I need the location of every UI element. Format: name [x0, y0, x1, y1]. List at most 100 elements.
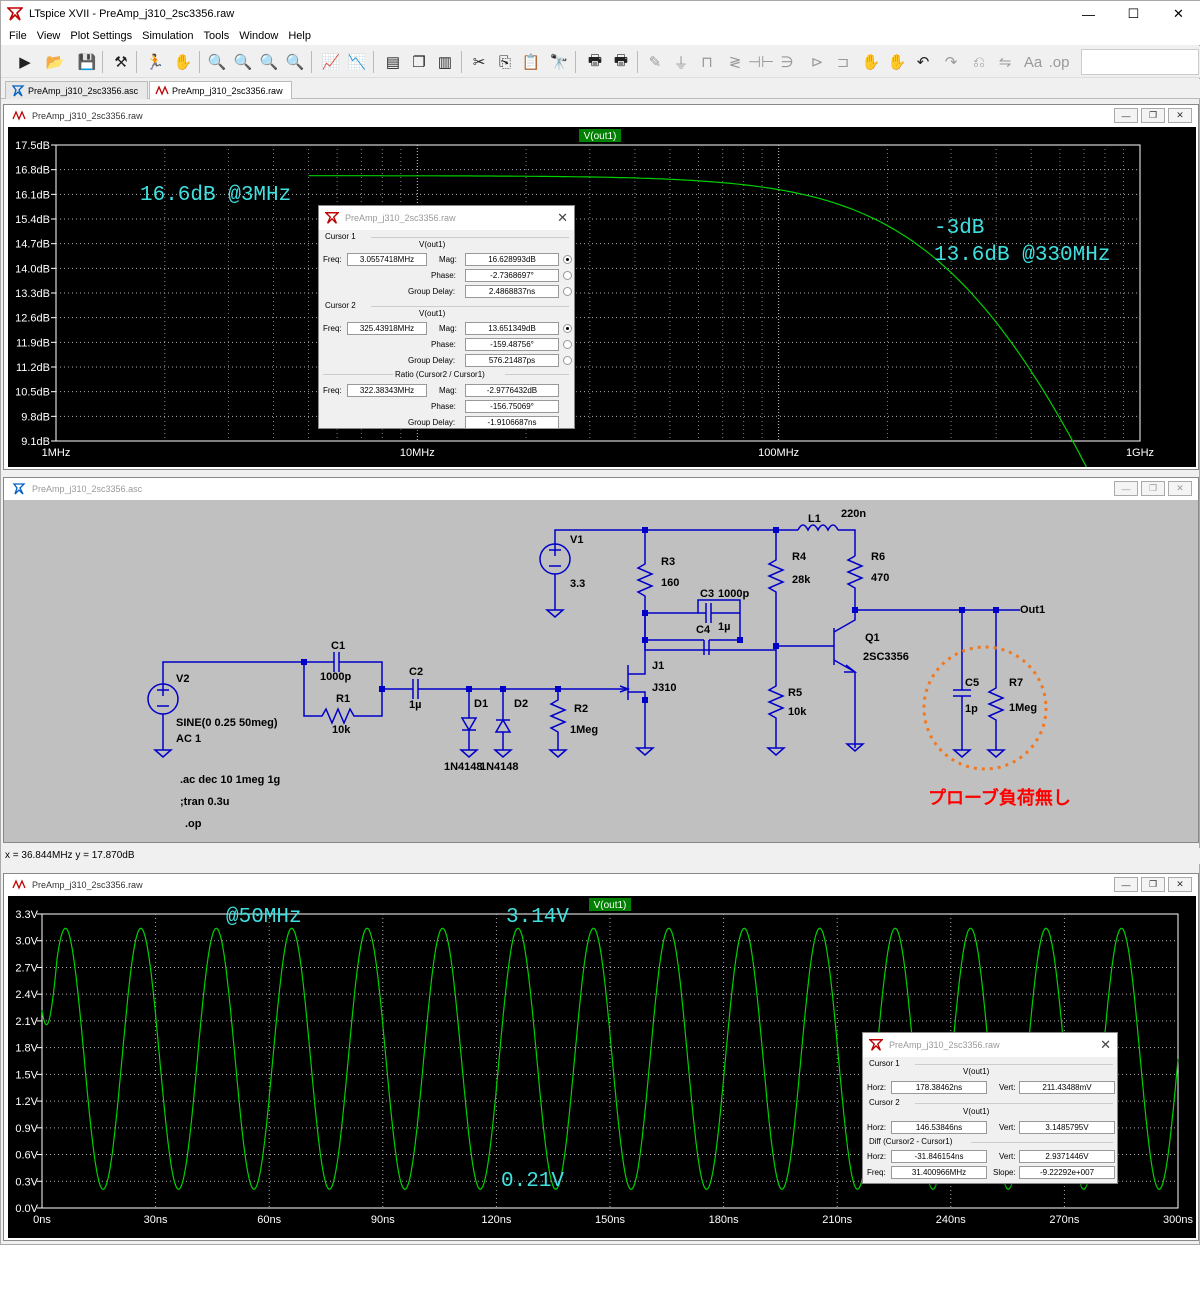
find-icon[interactable]: 🔭	[549, 54, 569, 71]
control-panel-icon[interactable]: ⚒	[114, 54, 128, 71]
new-schematic-icon[interactable]: ▶	[19, 54, 31, 71]
diff-vert[interactable]: 2.9371446V	[1019, 1150, 1115, 1163]
tran-xtick-label: 30ns	[144, 1214, 168, 1226]
ratio-mag[interactable]: -2.9776432dB	[465, 384, 559, 397]
cursor1-group-delay[interactable]: 2.4868837ns	[465, 285, 559, 298]
label-net-icon[interactable]: ⊓	[701, 54, 713, 71]
ratio-freq[interactable]: 322.38343MHz	[347, 384, 427, 397]
cursor1-vert[interactable]: 211.43488mV	[1019, 1081, 1115, 1094]
cursor2-phase-radio[interactable]	[563, 340, 572, 349]
cursor2-gd-radio[interactable]	[563, 356, 572, 365]
cursor2-mag[interactable]: 13.651349dB	[465, 322, 559, 335]
print-preview-icon[interactable]: 🖶	[613, 51, 629, 69]
diff-freq[interactable]: 31.400966MHz	[891, 1166, 987, 1179]
save-icon[interactable]: 💾	[77, 54, 97, 71]
restore-button[interactable]: ❐	[1141, 108, 1165, 123]
wire-icon[interactable]: ✎	[648, 54, 662, 71]
restore-button[interactable]: ❐	[1141, 481, 1165, 496]
group-delay-label: Group Delay:	[408, 356, 456, 365]
open-folder-icon[interactable]: 📂	[45, 54, 65, 71]
maximize-button[interactable]: ☐	[1127, 6, 1140, 21]
cursor1-gd-radio[interactable]	[563, 287, 572, 296]
cascade-icon[interactable]: ❐	[412, 54, 426, 71]
drag-icon[interactable]: ✋	[887, 54, 907, 71]
diff-horz[interactable]: -31.846154ns	[891, 1150, 987, 1163]
diode-icon[interactable]: ⊳	[810, 54, 824, 71]
spice-directive-icon[interactable]: .op	[1048, 53, 1070, 71]
cursor1-phase-radio[interactable]	[563, 271, 572, 280]
close-icon[interactable]: ✕	[1100, 1037, 1111, 1052]
mirror-icon[interactable]: ⇋	[998, 54, 1012, 71]
minimize-button[interactable]: —	[1114, 108, 1138, 123]
menu-simulation[interactable]: Simulation	[142, 30, 194, 42]
resistor-icon[interactable]: ≷	[728, 54, 742, 71]
cursor2-freq[interactable]: 325.43918MHz	[347, 322, 427, 335]
cursor1-phase[interactable]: -2.7368697°	[465, 269, 559, 282]
mag-label: Mag:	[439, 386, 457, 395]
autorange-icon[interactable]: 📈	[321, 54, 341, 71]
restore-button[interactable]: ❐	[1141, 877, 1165, 892]
close-button[interactable]: ✕	[1168, 481, 1192, 496]
ground-icon[interactable]: ⏚	[673, 54, 689, 72]
text-icon[interactable]: Aa	[1023, 53, 1043, 71]
zoom-fit-icon[interactable]: 🔍	[285, 54, 305, 71]
menu-view[interactable]: View	[36, 30, 61, 42]
menu-plot-settings[interactable]: Plot Settings	[70, 30, 133, 42]
minimize-button[interactable]: —	[1114, 481, 1138, 496]
cut-icon[interactable]: ✂	[472, 54, 486, 71]
schematic-icon	[11, 85, 25, 97]
ac-ytick-label: 12.6dB	[15, 313, 50, 325]
cursor2-trace: V(out1)	[419, 309, 446, 318]
paste-icon[interactable]: 📋	[521, 54, 541, 71]
cursor1-horz[interactable]: 178.38462ns	[891, 1081, 987, 1094]
zoom-pan-icon[interactable]: 🔍	[233, 54, 253, 71]
tile-horizontal-icon[interactable]: ▤	[385, 54, 401, 71]
copy-icon[interactable]: ⎘	[498, 53, 511, 71]
redo-icon[interactable]: ↷	[944, 54, 958, 71]
close-button[interactable]: ✕	[1173, 6, 1184, 21]
move-icon[interactable]: ✋	[861, 54, 881, 71]
c1-label: C1	[331, 640, 345, 652]
rotate-icon[interactable]: ⎌	[972, 53, 985, 71]
cursor2-vert[interactable]: 3.1485795V	[1019, 1121, 1115, 1134]
diff-slope[interactable]: -9.22292e+007	[1019, 1166, 1115, 1179]
cursor1-mag-radio[interactable]	[563, 255, 572, 264]
cursor2-group-delay[interactable]: 576.21487ps	[465, 354, 559, 367]
cursor1-mag[interactable]: 16.628993dB	[465, 253, 559, 266]
manual-limits-icon[interactable]: 📉	[347, 54, 367, 71]
ac-plot-area[interactable]	[8, 127, 1196, 467]
ratio-phase[interactable]: -156.75069°	[465, 400, 559, 413]
cursor1-trace: V(out1)	[963, 1067, 990, 1076]
r4-label: R4	[792, 551, 807, 563]
ratio-group-delay[interactable]: -1.9106687ns	[465, 416, 559, 429]
component-icon[interactable]: ⊐	[836, 54, 850, 71]
menu-tools[interactable]: Tools	[203, 30, 230, 42]
close-button[interactable]: ✕	[1168, 877, 1192, 892]
close-icon[interactable]: ✕	[557, 210, 568, 225]
close-button[interactable]: ✕	[1168, 108, 1192, 123]
zoom-in-icon[interactable]: 🔍	[207, 54, 227, 71]
zoom-out-icon[interactable]: 🔍	[259, 54, 279, 71]
schematic-canvas[interactable]: V1 3.3 R3 160 C3 1000p C4 1µ R4 28k L1 2…	[8, 500, 1196, 840]
print-icon[interactable]: 🖶	[587, 51, 603, 69]
minimize-button[interactable]: —	[1114, 877, 1138, 892]
halt-icon[interactable]: ✋	[173, 54, 193, 71]
ratio-label: Ratio (Cursor2 / Cursor1)	[395, 370, 485, 379]
tile-vertical-icon[interactable]: ▥	[437, 54, 453, 71]
cursor1-freq[interactable]: 3.0557418MHz	[347, 253, 427, 266]
menu-help[interactable]: Help	[288, 30, 311, 42]
cursor2-mag-radio[interactable]	[563, 324, 572, 333]
inductor-icon[interactable]: ∋	[780, 54, 794, 71]
menu-file[interactable]: File	[9, 30, 27, 42]
run-icon[interactable]: 🏃	[145, 54, 165, 71]
cursor2-horz[interactable]: 146.53846ns	[891, 1121, 987, 1134]
cursor2-phase[interactable]: -159.48756°	[465, 338, 559, 351]
tab-waveform[interactable]: PreAmp_j310_2sc3356.raw	[149, 81, 292, 99]
minimize-button[interactable]: —	[1082, 6, 1095, 22]
ac-ytick-label: 11.9dB	[16, 337, 50, 349]
undo-icon[interactable]: ↶	[916, 54, 930, 71]
menu-window[interactable]: Window	[239, 30, 279, 42]
tab-schematic[interactable]: PreAmp_j310_2sc3356.asc	[5, 81, 148, 99]
capacitor-icon[interactable]: ⊣⊢	[747, 54, 775, 71]
